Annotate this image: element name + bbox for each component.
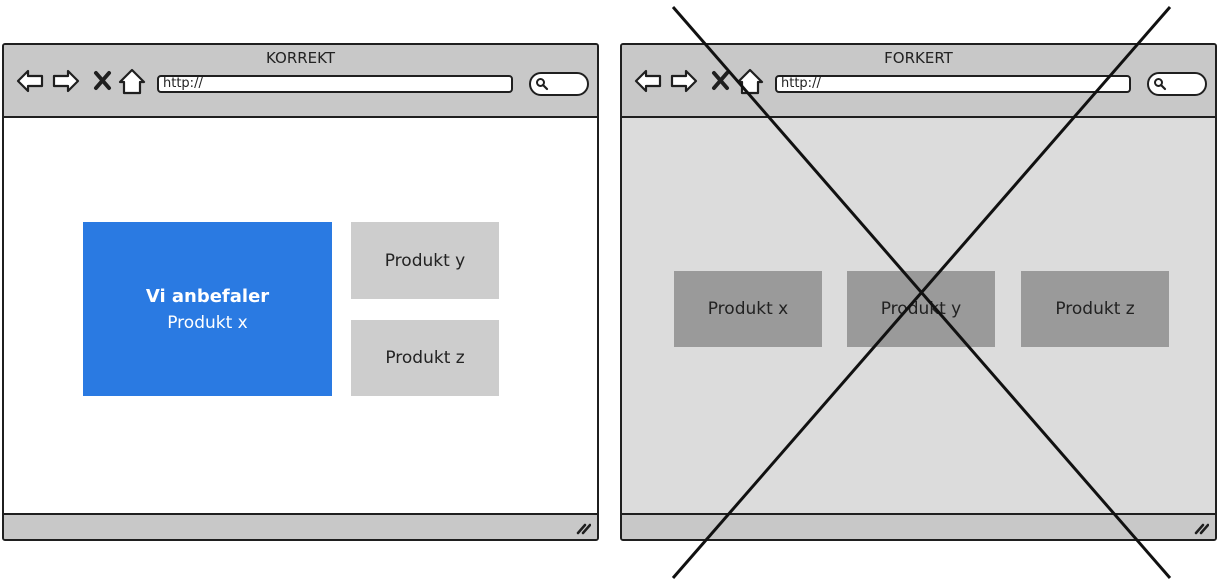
page-content: Vi anbefaler Produkt x Produkt y Produkt…	[4, 118, 597, 513]
product-z-label: Produkt z	[1055, 299, 1135, 319]
nav-icons	[16, 68, 146, 95]
close-x-icon[interactable]	[94, 71, 111, 90]
product-x-label: Produkt x	[707, 299, 789, 319]
search-box[interactable]	[529, 72, 589, 96]
status-bar	[4, 513, 597, 539]
status-bar	[622, 513, 1215, 539]
window-title: FORKERT	[884, 49, 953, 67]
search-box[interactable]	[1147, 72, 1207, 96]
browser-window-wrong: FORKERT http:// Produkt x	[620, 43, 1217, 541]
recommend-product-name: Produkt x	[167, 312, 248, 333]
product-y-box[interactable]: Produkt y	[847, 271, 995, 347]
forward-arrow-icon[interactable]	[52, 69, 80, 93]
home-icon[interactable]	[118, 68, 146, 95]
window-title: KORREKT	[266, 49, 335, 67]
resize-grip-icon[interactable]	[575, 521, 591, 535]
url-bar[interactable]: http://	[157, 75, 513, 93]
close-x-icon[interactable]	[712, 71, 729, 90]
product-x-box[interactable]: Produkt x	[674, 271, 822, 347]
product-y-label: Produkt y	[880, 299, 962, 319]
product-z-box[interactable]: Produkt z	[351, 320, 499, 396]
page-content: Produkt x Produkt y Produkt z	[622, 118, 1215, 513]
product-z-label: Produkt z	[385, 348, 465, 368]
recommended-product-box[interactable]: Vi anbefaler Produkt x	[83, 222, 332, 396]
search-icon	[536, 78, 549, 91]
recommend-heading: Vi anbefaler	[145, 285, 270, 307]
product-y-label: Produkt y	[384, 250, 466, 271]
url-bar[interactable]: http://	[775, 75, 1131, 93]
back-arrow-icon[interactable]	[634, 69, 662, 93]
nav-icons	[634, 68, 764, 95]
product-y-box[interactable]: Produkt y	[351, 222, 499, 299]
product-z-box[interactable]: Produkt z	[1021, 271, 1169, 347]
resize-grip-icon[interactable]	[1193, 521, 1209, 535]
back-arrow-icon[interactable]	[16, 69, 44, 93]
browser-window-correct: KORREKT http:// Vi anbefaler	[2, 43, 599, 541]
search-icon	[1154, 78, 1167, 91]
forward-arrow-icon[interactable]	[670, 69, 698, 93]
browser-titlebar: KORREKT http://	[4, 45, 597, 118]
home-icon[interactable]	[736, 68, 764, 95]
browser-titlebar: FORKERT http://	[622, 45, 1215, 118]
